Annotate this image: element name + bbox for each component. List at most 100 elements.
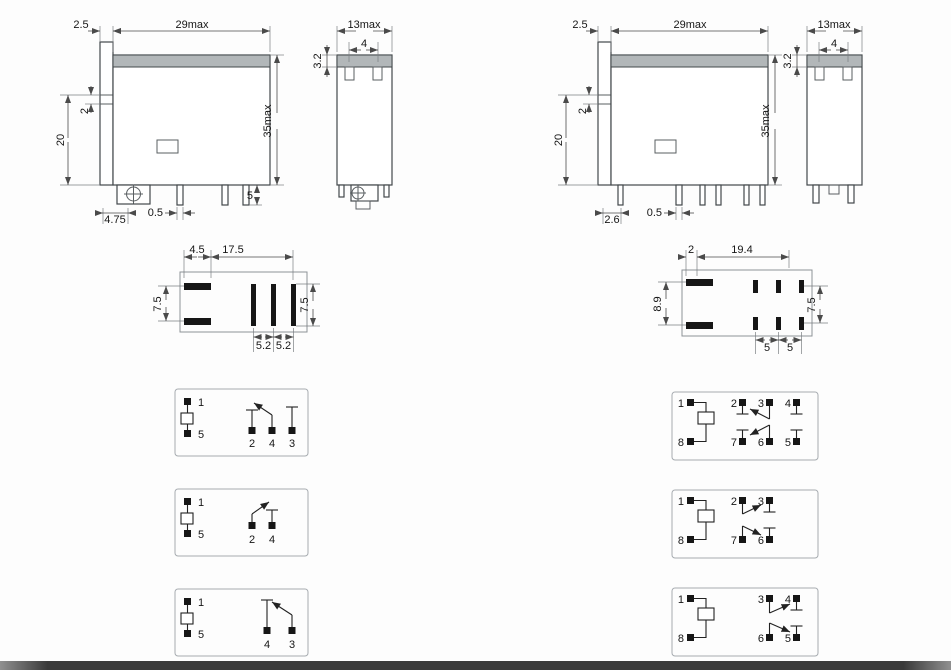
dim-label: 35max [262, 104, 274, 138]
dim-label: 5 [764, 342, 770, 354]
pin-label: 8 [678, 535, 684, 547]
pin-label: 8 [678, 437, 684, 449]
dim-label: 5.2 [256, 340, 271, 352]
dim-label: 4.5 [189, 244, 204, 256]
contact-symbol-top: 2 3 4 [731, 398, 803, 420]
pin-label: 5 [198, 429, 204, 441]
dim-label: 2.5 [73, 19, 88, 31]
dimension-margin: 4.5 [183, 244, 212, 278]
pin-label: 1 [198, 397, 204, 409]
dim-label: 4.75 [104, 214, 125, 226]
dim-label: 0.5 [148, 207, 163, 219]
pin-label: 2 [731, 398, 737, 410]
dimension-pin-thickness: 0.5 [647, 207, 694, 220]
dim-label: 0.5 [647, 207, 662, 219]
dimension-span: 17.5 [211, 244, 294, 280]
pin-label: 7 [731, 437, 737, 449]
dim-label: 20 [55, 134, 67, 146]
dimension-pad-pitch: 5 5 [755, 332, 802, 354]
dimension-body-height: 20 [553, 94, 598, 186]
pin-label: 1 [678, 496, 684, 508]
pin-label: 4 [785, 594, 791, 606]
contact-pads [251, 284, 296, 326]
right-relay-front-view: 2.5 29max 20 2 35max 2.6 [553, 19, 782, 226]
pin-label: 6 [758, 633, 764, 645]
coil-symbol: 1 5 [180, 597, 204, 641]
dim-label: 7.5 [806, 297, 818, 312]
dimension-body-height: 20 [55, 94, 100, 186]
footprint-outline [681, 269, 813, 337]
relay-body-outline [806, 54, 863, 186]
dim-label: 13max [347, 19, 381, 31]
dimension-flange-thickness: 2 [79, 86, 100, 114]
dimension-flange-thickness: 2 [577, 86, 598, 114]
relay-pins [338, 184, 390, 198]
dim-label: 4 [361, 38, 367, 50]
dim-label: 29max [175, 19, 209, 31]
dim-label: 5 [787, 342, 793, 354]
dim-label: 17.5 [222, 244, 243, 256]
dimension-coil-pitch: 8.9 [652, 281, 686, 326]
pin-label: 1 [678, 594, 684, 606]
dim-label: 13max [817, 19, 851, 31]
pin-label: 7 [731, 535, 737, 547]
dimension-width: 29max [610, 19, 769, 52]
dimension-pin-thickness: 0.5 [148, 207, 195, 220]
pin-label: 4 [264, 639, 270, 651]
left-relay-front-view: 2.5 29max 20 2 35max 4.75 [55, 19, 284, 226]
dimension-total-height: 35max [262, 54, 284, 186]
dimension-slot-pitch: 4 [818, 38, 849, 62]
left-relay-bottom-view: 4.5 17.5 7.5 7.5 5.2 5.2 [152, 244, 320, 352]
dimension-depth: 13max [336, 19, 393, 52]
pin-label: 5 [785, 437, 791, 449]
dim-label: 35max [760, 104, 772, 138]
pin-label: 3 [758, 496, 764, 508]
contact-pads [753, 280, 804, 330]
dim-label: 5 [247, 190, 253, 202]
pin-label: 6 [758, 437, 764, 449]
dim-label: 2 [577, 108, 589, 114]
pin-label: 4 [269, 534, 275, 546]
dimension-pin-length: 5 [247, 185, 262, 206]
dimension-contact-pitch: 7.5 [296, 283, 320, 327]
left-relay-schematic-3: 1 5 4 3 [174, 588, 309, 657]
dim-label: 3.2 [312, 53, 324, 68]
dimension-pin-offset: 2.6 [595, 208, 629, 226]
right-relay-schematic-1: 1 8 2 3 4 7 6 5 [671, 391, 819, 461]
left-relay-schematic-1: 1 5 2 4 3 [174, 388, 309, 457]
pin-label: 1 [198, 597, 204, 609]
pin-label: 5 [198, 629, 204, 641]
mounting-ear [116, 184, 151, 205]
relay-pins [617, 184, 766, 206]
mounting-ear [350, 184, 379, 210]
contact-symbol-bottom: 6 5 [758, 622, 803, 645]
dimension-slot-pitch: 4 [348, 38, 379, 62]
pin-label: 8 [678, 633, 684, 645]
dim-label: 2 [688, 244, 694, 256]
dimension-width: 29max [112, 19, 271, 52]
dim-label: 5.2 [276, 340, 291, 352]
coil-symbol: 1 8 [678, 398, 715, 449]
pin-label: 3 [289, 438, 295, 450]
right-relay-schematic-3: 1 8 3 4 6 5 [671, 587, 819, 657]
pin-label: 6 [758, 535, 764, 547]
right-relay-bottom-view: 2 19.4 8.9 7.5 5 5 [652, 244, 828, 354]
pin-label: 4 [785, 398, 791, 410]
dimension-pin-offset: 4.75 [95, 208, 136, 226]
dimension-contact-pitch: 7.5 [804, 285, 828, 324]
dim-label: 2.5 [572, 19, 587, 31]
pin-label: 3 [758, 594, 764, 606]
pin-label: 3 [289, 639, 295, 651]
dim-label: 3.2 [782, 53, 794, 68]
right-relay-side-view: 13max 4 3.2 [782, 19, 863, 204]
pin-label: 5 [198, 529, 204, 541]
contact-symbol-bottom: 7 6 [731, 525, 776, 547]
contact-symbol: 4 3 [261, 599, 296, 651]
dim-label: 29max [673, 19, 707, 31]
relay-body-outline [336, 54, 393, 186]
pin-label: 1 [198, 497, 204, 509]
left-relay-side-view: 13max 4 3.2 [312, 19, 393, 210]
footprint-outline [179, 271, 308, 333]
pin-label: 5 [785, 633, 791, 645]
